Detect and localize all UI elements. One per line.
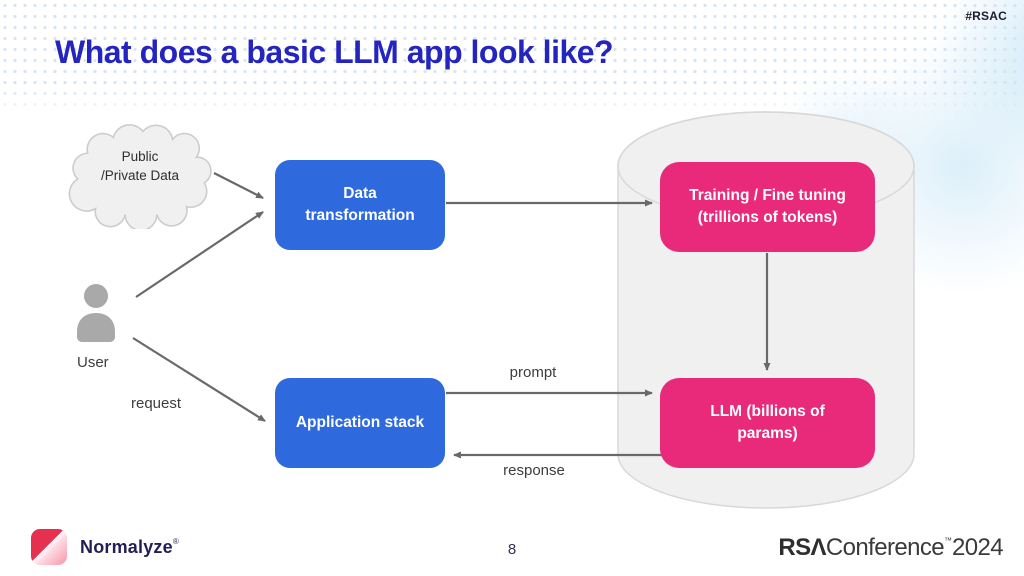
llm-label-line1: LLM (billions of — [710, 403, 825, 420]
data-transformation-box: Data transformation — [275, 160, 445, 250]
registered-trademark-symbol: ® — [172, 536, 179, 546]
rsa-conference-logo: RSΛConference™2024 — [778, 534, 1003, 562]
slide-title: What does a basic LLM app look like? — [55, 34, 614, 70]
normalyze-logo-mark-icon — [31, 529, 67, 565]
normalyze-logo: Normalyze® — [31, 529, 179, 565]
page-number: 8 — [507, 541, 517, 558]
training-label-line1: Training / Fine tuning — [689, 187, 846, 204]
edge-label-prompt: prompt — [509, 364, 557, 381]
edge-label-request: request — [131, 395, 182, 412]
rsac-hashtag: #RSAC — [965, 9, 1007, 23]
arrow-user-to-application-stack — [132, 337, 266, 422]
normalyze-logo-text: Normalyze® — [80, 537, 179, 558]
rsa-logo-year-text: 2024 — [952, 534, 1004, 561]
cloud-icon — [68, 124, 212, 229]
cloud-label-line2: /Private Data — [100, 168, 180, 183]
dot-pattern-background — [0, 0, 1024, 118]
llm-label-line2: params) — [737, 425, 798, 442]
arrow-cloud-to-data-transformation — [213, 172, 264, 199]
data-transformation-label-line2: transformation — [305, 207, 415, 224]
rsa-logo-conference-text: Conference — [825, 534, 945, 561]
normalyze-name: Normalyze — [80, 536, 173, 557]
llm-box: LLM (billions of params) — [660, 378, 875, 468]
application-stack-box: Application stack — [275, 378, 445, 468]
user-icon — [77, 284, 115, 342]
cloud-label: Public /Private Data — [76, 147, 204, 185]
cloud-label-line1: Public — [121, 149, 159, 164]
training-label-line2: (trillions of tokens) — [697, 209, 838, 226]
arrow-user-to-data-transformation — [135, 211, 264, 298]
trademark-symbol: ™ — [944, 536, 952, 545]
user-label: User — [77, 354, 109, 371]
training-fine-tuning-box: Training / Fine tuning (trillions of tok… — [660, 162, 875, 252]
application-stack-label: Application stack — [295, 414, 425, 431]
rsa-logo-bold-text: RSΛ — [778, 534, 826, 561]
data-transformation-label-line1: Data — [343, 185, 377, 202]
edge-label-response: response — [503, 462, 565, 479]
